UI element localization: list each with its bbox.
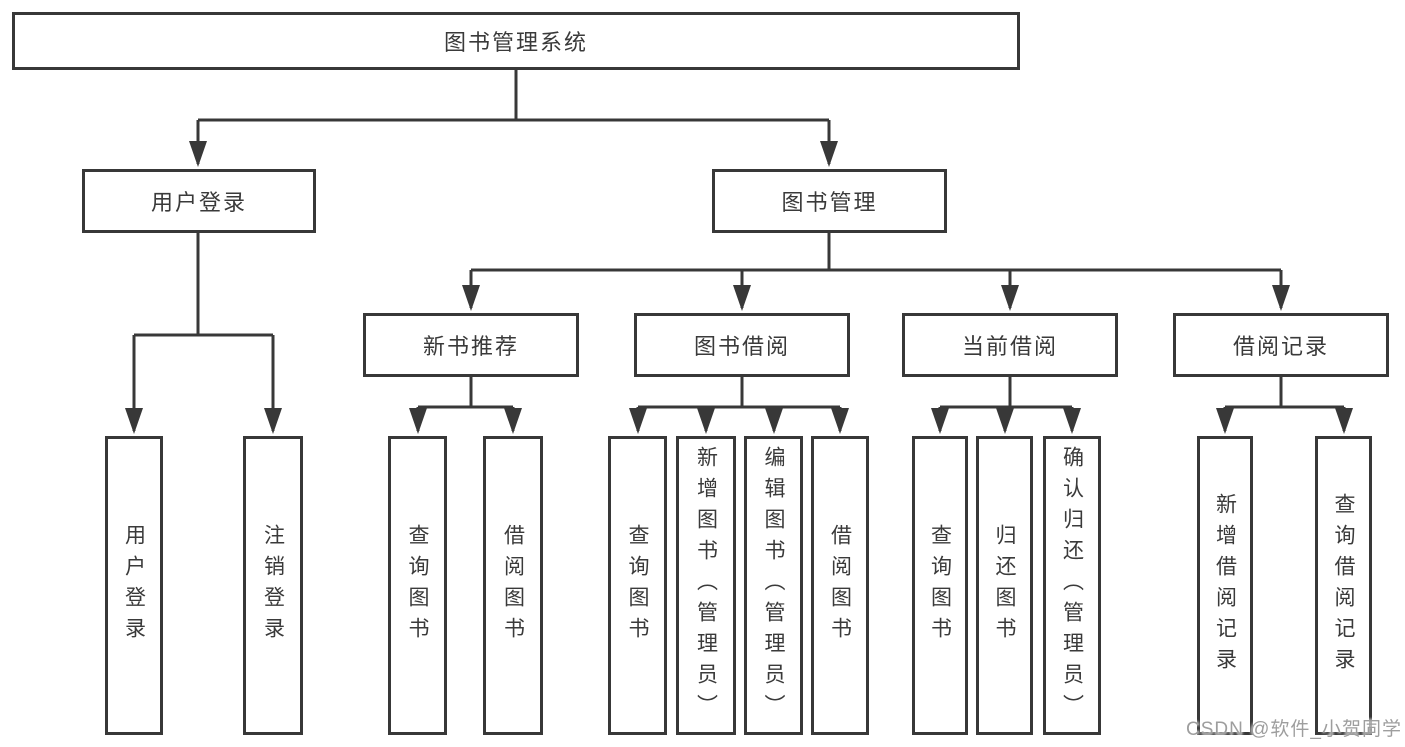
leaf-edit-books-admin: 编辑图书（管理员） — [744, 436, 803, 735]
leaf-query-books-borrowing-label: 查询图书 — [626, 523, 649, 648]
watermark: CSDN @软件_小贺同学 — [1186, 719, 1402, 740]
node-user-login: 用户登录 — [82, 169, 316, 233]
node-new-book-recommendation-label: 新书推荐 — [422, 334, 519, 359]
leaf-query-books-borrowing: 查询图书 — [608, 436, 667, 735]
leaf-query-books-current: 查询图书 — [912, 436, 968, 735]
trunk-current-borrowing — [940, 377, 1072, 409]
leaf-borrow-books-borrowing-label: 借阅图书 — [828, 523, 852, 648]
leaf-return-books-label: 归还图书 — [993, 523, 1016, 648]
leaf-query-books-recommend-label: 查询图书 — [406, 523, 429, 648]
leaf-query-books-recommend: 查询图书 — [388, 436, 447, 735]
node-borrow-records-label: 借阅记录 — [1232, 334, 1329, 359]
leaf-add-books-admin-label: 新增图书（管理员） — [694, 446, 718, 725]
leaf-add-borrow-record-label: 新增借阅记录 — [1213, 492, 1237, 679]
node-current-borrowing: 当前借阅 — [902, 313, 1118, 377]
leaf-add-borrow-record: 新增借阅记录 — [1197, 436, 1253, 735]
node-book-borrowing-label: 图书借阅 — [693, 334, 790, 359]
leaf-logout: 注销登录 — [243, 436, 303, 735]
leaf-query-books-current-label: 查询图书 — [928, 523, 952, 648]
node-new-book-recommendation: 新书推荐 — [363, 313, 579, 377]
leaf-user-login-label: 用户登录 — [122, 523, 146, 648]
node-library-system: 图书管理系统 — [12, 12, 1020, 70]
node-library-system-label: 图书管理系统 — [443, 30, 588, 55]
leaf-edit-books-admin-label: 编辑图书（管理员） — [762, 446, 785, 725]
leaf-return-books: 归还图书 — [976, 436, 1033, 735]
leaf-query-borrow-record: 查询借阅记录 — [1315, 436, 1372, 735]
node-borrow-records: 借阅记录 — [1173, 313, 1389, 377]
trunk-root — [198, 70, 829, 122]
leaf-borrow-books-borrowing: 借阅图书 — [811, 436, 869, 735]
leaf-confirm-return-admin-label: 确认归还（管理员） — [1060, 446, 1084, 725]
trunk-book-management — [471, 233, 1281, 272]
node-book-management: 图书管理 — [712, 169, 947, 233]
trunk-borrow-records — [1225, 377, 1344, 409]
leaf-add-books-admin: 新增图书（管理员） — [676, 436, 736, 735]
leaf-confirm-return-admin: 确认归还（管理员） — [1043, 436, 1101, 735]
trunk-new-book-recommendation — [418, 377, 513, 409]
trunk-user-login — [134, 233, 273, 337]
leaf-borrow-books-recommend-label: 借阅图书 — [501, 523, 525, 648]
leaf-logout-label: 注销登录 — [261, 523, 285, 648]
node-book-borrowing: 图书借阅 — [634, 313, 850, 377]
trunk-book-borrowing — [638, 377, 840, 409]
leaf-query-borrow-record-label: 查询借阅记录 — [1332, 492, 1355, 679]
node-current-borrowing-label: 当前借阅 — [961, 334, 1058, 359]
leaf-borrow-books-recommend: 借阅图书 — [483, 436, 543, 735]
node-book-management-label: 图书管理 — [781, 190, 878, 215]
leaf-user-login: 用户登录 — [105, 436, 163, 735]
node-user-login-label: 用户登录 — [150, 190, 247, 215]
